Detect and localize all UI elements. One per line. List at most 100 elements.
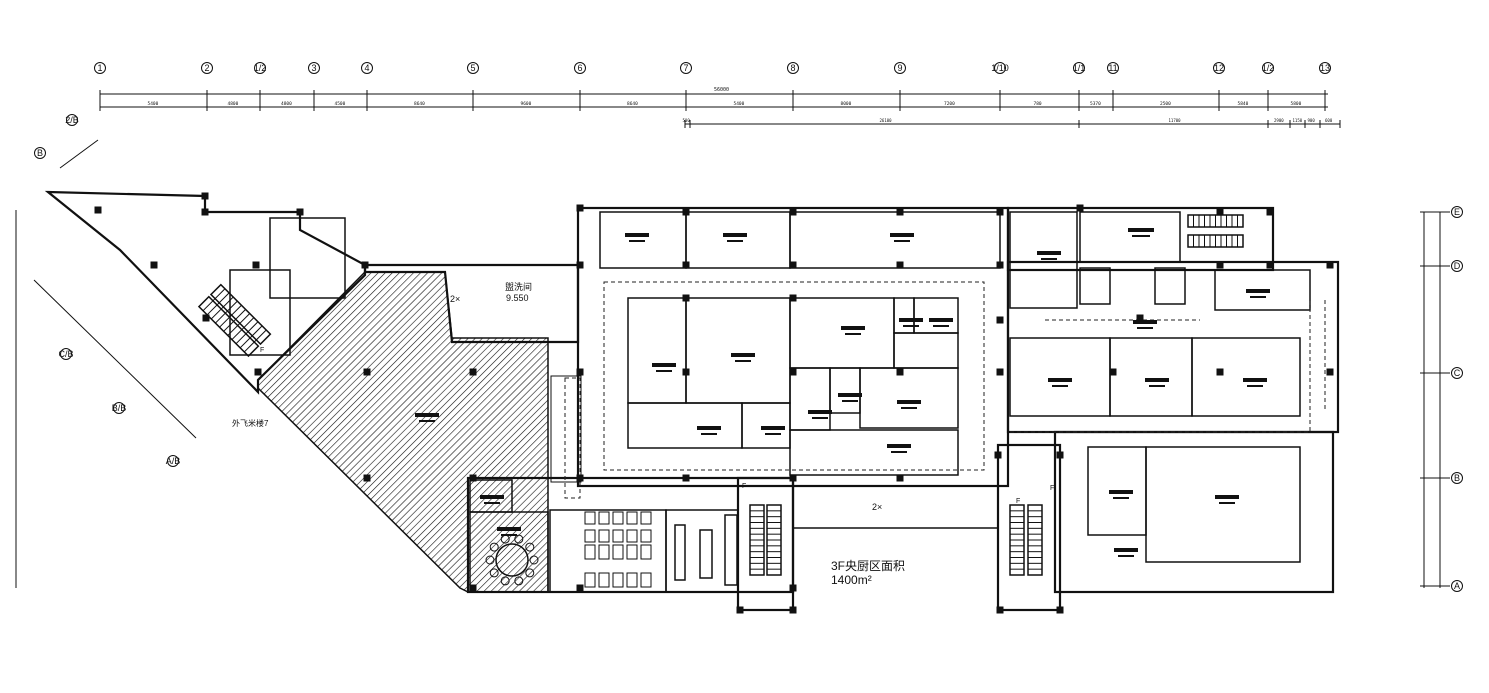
room-label-mark [761,426,785,430]
column [996,316,1004,324]
grid-bubble-top: 7 [680,62,692,74]
column [682,294,690,302]
column [1216,208,1224,216]
room-label-mark [890,233,914,237]
grid-bubble-top: 6 [574,62,586,74]
svg-text:4: 4 [364,63,369,73]
room-label-mark-sub [1113,497,1129,499]
room-label-mark-sub [1219,502,1235,504]
stair-up-mark: F [742,483,746,490]
south-east-block [1053,430,1335,594]
main-hall-level: 9.550 [506,293,529,303]
room-label-mark [1130,228,1154,232]
column [469,474,477,482]
column [296,208,304,216]
column [361,261,369,269]
dim-label-second: 900 [1308,118,1316,123]
column [1216,261,1224,269]
dim-label-second: 500 [683,118,691,123]
grid-bubble-top: 1/2 [1262,62,1274,74]
south-corridor [792,485,999,529]
grid-bubble-top: 1/1 [1073,62,1085,74]
room-label-mark [1048,378,1072,382]
svg-text:5: 5 [470,63,475,73]
column [736,606,744,614]
dim-label: 8640 [414,101,425,107]
column [996,368,1004,376]
room-label-mark [1037,251,1061,255]
dim-label: 9600 [521,101,532,107]
east-block [1006,260,1340,434]
grid-axis-left: 2/BBC/BB/BA/B [34,114,180,467]
column [576,584,584,592]
hall-prefix: 2× [450,294,460,304]
svg-text:1/10: 1/10 [991,63,1009,73]
dim-label: 5800 [1291,101,1302,107]
grid-bubble-right: E [1451,206,1463,218]
grid-bubble-top: 13 [1319,62,1331,74]
room-label-mark-sub [629,240,645,242]
grid-bubble-right: B [1451,472,1463,484]
column [1326,368,1334,376]
svg-text:E: E [1454,207,1460,217]
column [1136,314,1144,322]
column [682,261,690,269]
grid-bubble-top: 8 [787,62,799,74]
column [363,474,371,482]
atrium-hatched-area [257,271,549,593]
column [789,208,797,216]
grid-bubble-top: 1/10 [991,62,1009,74]
dim-label: 2500 [1160,101,1171,107]
room-label-mark [841,326,865,330]
room-label-mark-sub [812,417,828,419]
grid-bubble-top: 11 [1107,62,1119,74]
column [996,606,1004,614]
column [202,314,210,322]
stair-flight [766,504,782,576]
svg-text:C/B: C/B [58,349,73,359]
room-label-mark-sub [1149,385,1165,387]
column [682,474,690,482]
column [576,204,584,212]
column [1056,606,1064,614]
stair-up-mark: F [260,347,264,354]
central-kitchen-block [576,206,1010,488]
column [789,261,797,269]
column [201,192,209,200]
column [1109,368,1117,376]
column [896,261,904,269]
svg-text:1: 1 [97,63,102,73]
room-label-mark [1114,548,1138,552]
column [682,208,690,216]
svg-text:B: B [37,148,43,158]
area-note-value: 1400m² [831,573,872,587]
grid-bubble-top: 9 [894,62,906,74]
room-label-mark-sub [1134,235,1150,237]
grid-bubble-right: D [1451,260,1463,272]
svg-text:8: 8 [790,63,795,73]
grid-bubble-top: 12 [1213,62,1225,74]
building-outline [44,190,1340,612]
svg-text:12: 12 [1214,63,1224,73]
room-label-mark [838,393,862,397]
room-label-mark-sub [1250,296,1266,298]
column [896,474,904,482]
column [469,368,477,376]
area-note-title: 3F央厨区面积 [831,559,905,573]
side-label: 外飞米楼7 [232,418,269,428]
interior-rooms [229,211,1311,593]
svg-text:3: 3 [311,63,316,73]
column [576,474,584,482]
column [896,208,904,216]
room-label-mark-sub [894,240,910,242]
grid-bubble-top: 3 [308,62,320,74]
room-label-mark-sub [656,370,672,372]
column [789,368,797,376]
grid-bubble-left: A/B [166,455,180,467]
svg-text:1/2: 1/2 [254,63,267,73]
dim-label: 5370 [1090,101,1101,107]
grid-bubble-left: B [34,147,46,159]
